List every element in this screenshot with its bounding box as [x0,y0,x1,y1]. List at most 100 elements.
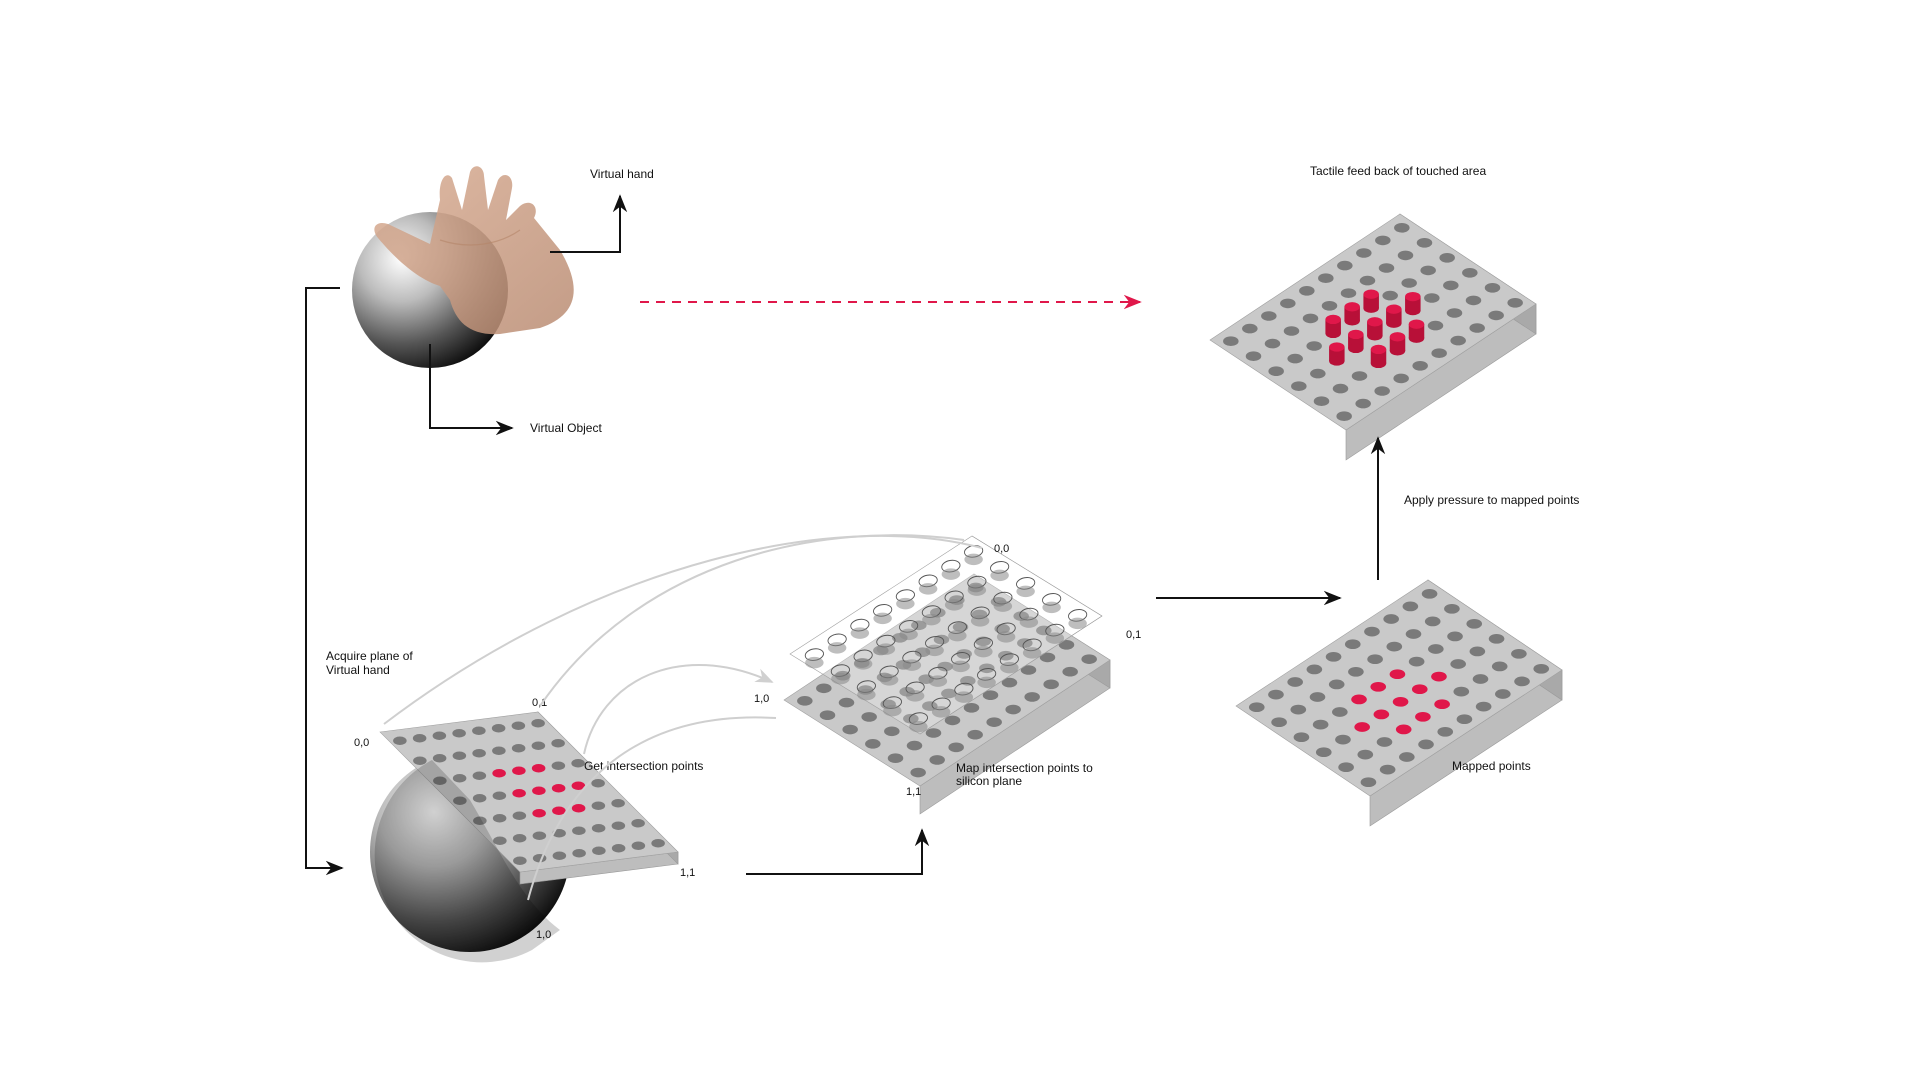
plate-dot [1338,762,1354,773]
plate-dot [651,839,665,848]
plate-dot-shadow [944,599,964,611]
plate-dot [1081,654,1097,664]
plate-dot [591,824,606,833]
plate-dot [1336,411,1352,422]
plate-dot-shadow [1045,632,1065,644]
plate-dot [1376,737,1393,747]
virtual-hand-arrow [550,194,628,253]
plate-dot [937,661,953,672]
plate-dot [933,634,950,645]
raised-pin-top [1389,332,1406,342]
mapped-points-label: Mapped points [1452,759,1531,773]
plate-dot [1245,351,1262,362]
plate-dot [1418,739,1434,750]
plate-dot [1337,260,1353,271]
red-point [571,781,586,790]
plate-dot [1472,674,1489,684]
plate-dot [1291,381,1307,392]
plate-dot [1399,752,1415,762]
plate-dot [532,831,547,840]
silicon-coord-00: 0,0 [994,543,1009,555]
plate-dot-shadow [899,628,918,641]
red-point [552,806,566,815]
raised-pin-base [1389,346,1406,356]
plate-dot [1469,323,1485,333]
plate-dot [865,739,881,749]
plate-dot [1466,618,1483,629]
plate-dot-shadow [993,600,1013,612]
plate-dot [1447,631,1463,642]
plate-dot [631,841,646,850]
plate-dot [1379,764,1396,775]
virtual-hand-label: Virtual hand [590,167,654,181]
plate-dot-shadow [941,568,961,580]
plate-dot-shadow [850,627,870,639]
red-point [1395,724,1412,735]
plate-dot [1443,280,1459,291]
plate-dot [1318,273,1334,284]
plate-dot-shadow [977,676,996,689]
plate-dot [998,650,1014,661]
plate-dot [1469,646,1486,657]
plate-dot-shadow [896,597,915,610]
silicon-coord-01: 0,1 [1126,629,1141,641]
plate-dot [531,741,546,750]
plate-dot-shadow [902,659,922,671]
plate-dot-shadow [928,675,948,687]
plate-dot-shadow [970,615,990,627]
plate-dot [1287,353,1303,364]
plate-dot-shadow [931,706,951,718]
plate-dot [929,755,945,765]
plate-dot [1465,295,1482,306]
virtual-hand-icon [374,166,574,335]
plate-dot [1036,625,1052,636]
plate-dot [1293,732,1310,743]
plate-dot-shadow [827,642,847,654]
red-point [1389,669,1406,680]
plate-dot [1412,360,1428,371]
plate-dot-shadow [951,660,970,673]
plate-dot [413,756,427,765]
plate-dot-shadow [1022,647,1042,659]
plate-dot [552,851,567,860]
red-point [571,804,586,813]
raised-pin-base [1405,305,1421,316]
plate-dot [1309,692,1326,702]
plate-dot [1017,638,1033,648]
plate-dot [1355,398,1371,409]
plate-dot [963,702,980,713]
plate-dot [1359,275,1376,286]
plate-dot [511,721,526,730]
raised-pin-base [1367,331,1383,341]
red-point [1370,681,1387,692]
plate-dot [1020,665,1037,675]
red-point [1411,684,1428,695]
plate-dot [1332,383,1349,394]
plate-dot [1351,371,1368,381]
plate-dot [1310,368,1326,379]
plate-dot [452,774,467,783]
plate-dot [1268,366,1284,377]
plate-dot [1446,308,1463,318]
plate-dot [1242,323,1258,334]
plate-dot [1437,726,1454,737]
plate-dot [551,739,565,748]
plate-dot [1382,290,1398,301]
plate-dot [884,726,900,737]
hand-plane-coord-10: 1,0 [536,929,551,941]
plate-dot-shadow [996,631,1016,643]
plate-dot [432,754,447,763]
plate-dot [861,712,877,722]
plate-dot [452,729,466,738]
plate-dot [1453,686,1470,697]
plate-dot [493,836,507,845]
plate-dot [1356,248,1372,258]
plate-dot [611,799,625,808]
plate-dot-shadow [922,613,941,626]
plate-dot [925,728,942,738]
plate-dot [1271,717,1287,728]
raised-pin-base [1408,333,1425,343]
plate-dot [1495,689,1511,699]
plate-dot [1299,285,1315,296]
acquire-plane-label-line1: Acquire plane of [326,649,413,663]
